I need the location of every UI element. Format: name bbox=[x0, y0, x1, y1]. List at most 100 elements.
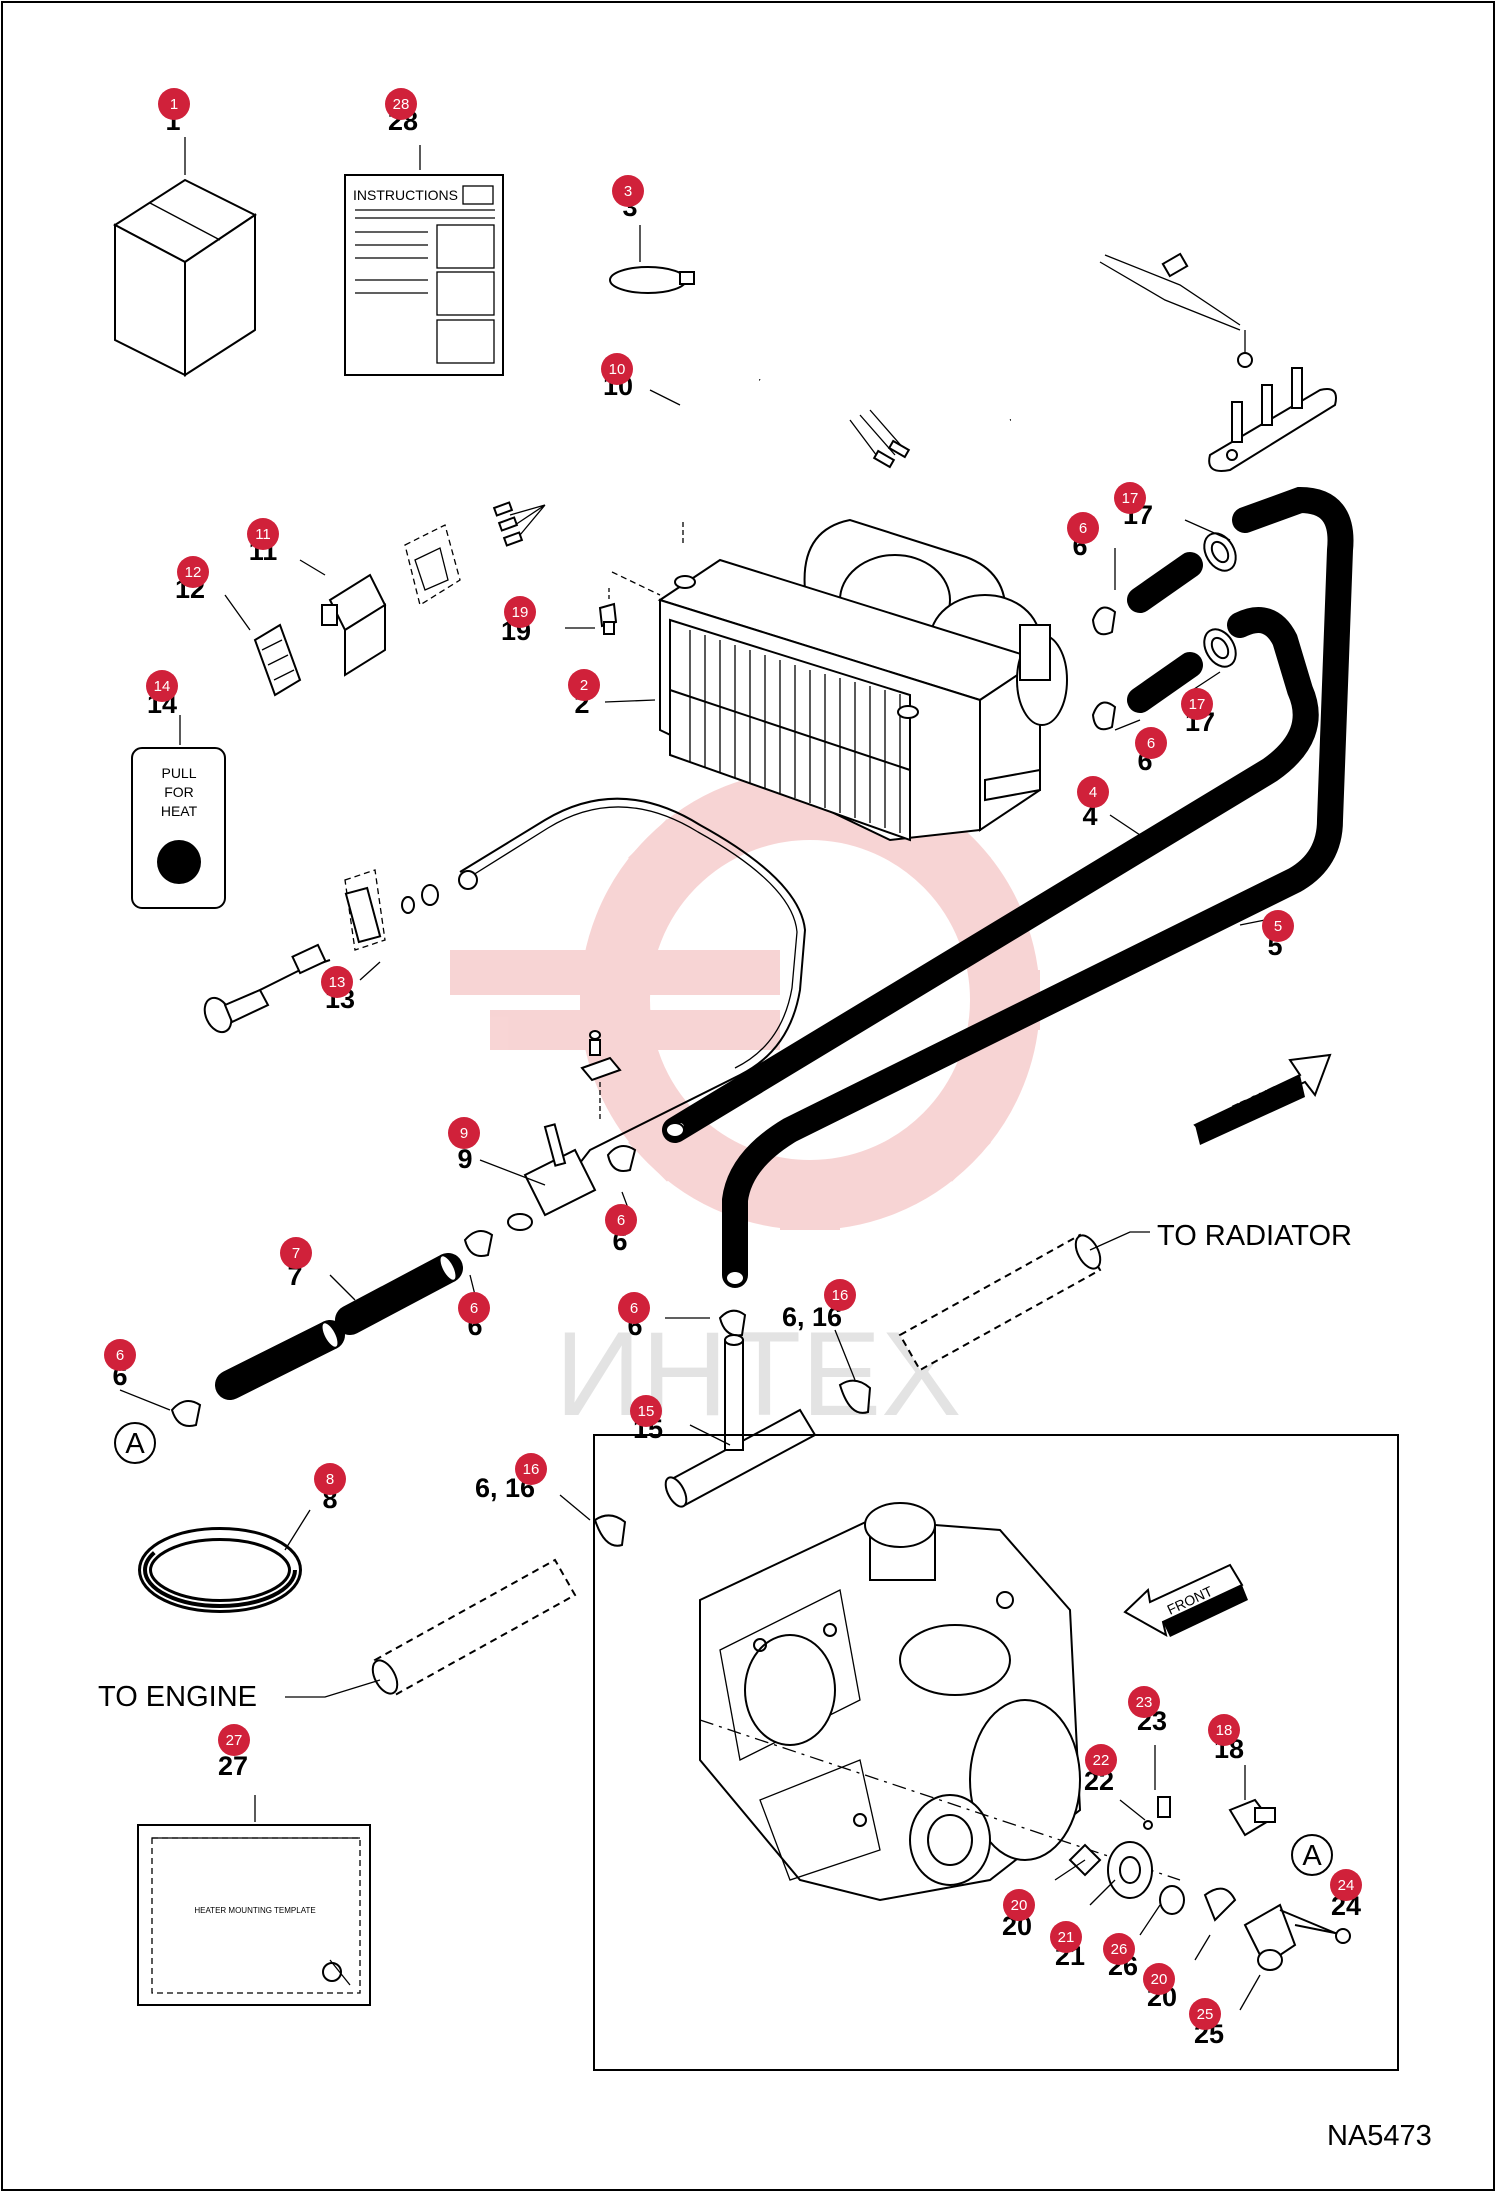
callout-badge bbox=[177, 556, 209, 588]
callout-badge-label: 25 bbox=[1197, 2006, 1214, 2023]
callout-badge bbox=[1085, 1744, 1117, 1776]
callout-badge-label: 6 bbox=[116, 1347, 124, 1364]
callout-badge-label: 14 bbox=[154, 678, 171, 695]
template-title: HEATER MOUNTING TEMPLATE bbox=[194, 1906, 315, 1915]
engine-inset: A FRONT bbox=[593, 1434, 1399, 2071]
part-13-control-cable bbox=[203, 797, 807, 1196]
callout-badge-label: 18 bbox=[1216, 1722, 1233, 1739]
callout-3: 33 bbox=[612, 175, 644, 222]
callout-1: 11 bbox=[158, 88, 190, 136]
part-27-mounting-template: HEATER MOUNTING TEMPLATE bbox=[137, 1824, 371, 2006]
callout-badge bbox=[601, 353, 633, 385]
callout-badge bbox=[1143, 1963, 1175, 1995]
callout-badge bbox=[824, 1279, 856, 1311]
to-engine-label: TO ENGINE bbox=[98, 1681, 257, 1713]
part-15-tee-fitting bbox=[664, 1334, 817, 1508]
callout-badge-label: 11 bbox=[255, 526, 271, 543]
label-pull: PULL bbox=[161, 765, 196, 781]
callout-badge bbox=[1114, 482, 1146, 514]
callout-badge bbox=[385, 88, 417, 120]
part-9-water-valve bbox=[507, 1030, 622, 1231]
point-a-left: A bbox=[114, 1422, 156, 1464]
callout-5: 55 bbox=[1262, 910, 1294, 961]
callout-badge bbox=[515, 1453, 547, 1485]
callout-number: 9 bbox=[457, 1144, 472, 1174]
callout-6: 66 bbox=[605, 1204, 637, 1256]
callout-badge bbox=[1189, 1998, 1221, 2030]
callout-badge-label: 15 bbox=[638, 1403, 655, 1420]
callout-badge bbox=[104, 1339, 136, 1371]
pipe-to-engine bbox=[285, 1558, 577, 1698]
callout-badge-label: 6 bbox=[1079, 520, 1087, 537]
callout-badge-label: 23 bbox=[1136, 1694, 1153, 1711]
callout-badge bbox=[458, 1292, 490, 1324]
callout-badge-label: 28 bbox=[393, 96, 410, 113]
instructions-heading: INSTRUCTIONS bbox=[353, 187, 458, 203]
callout-badge-label: 21 bbox=[1058, 1929, 1075, 1946]
point-a-right-label: A bbox=[1302, 1840, 1322, 1872]
front-arrow-upper: FRONT bbox=[1193, 1053, 1332, 1145]
callout-badge-label: 6 bbox=[630, 1300, 638, 1317]
part-14-pull-for-heat-label: PULL FOR HEAT bbox=[131, 747, 226, 909]
callout-badge-label: 9 bbox=[460, 1125, 468, 1142]
callout-badge bbox=[1103, 1933, 1135, 1965]
callout-badge bbox=[1208, 1714, 1240, 1746]
callout-badge bbox=[1003, 1889, 1035, 1921]
callout-6: 66 bbox=[1067, 512, 1099, 561]
point-a-left-label: A bbox=[125, 1428, 145, 1460]
callout-6: 66 bbox=[458, 1292, 490, 1341]
callout-badge-label: 17 bbox=[1122, 490, 1139, 507]
callout-9: 99 bbox=[448, 1117, 480, 1174]
callout-badge-label: 4 bbox=[1089, 784, 1097, 801]
callout-badge-label: 24 bbox=[1338, 1877, 1355, 1894]
callout-badge-label: 1 bbox=[170, 96, 178, 113]
callout-badge-label: 20 bbox=[1151, 1971, 1168, 1988]
callout-badge-label: 2 bbox=[580, 677, 588, 694]
callout-badge bbox=[1050, 1921, 1082, 1953]
part-8-hose-coil bbox=[138, 1527, 302, 1613]
callout-badge bbox=[247, 518, 279, 550]
callout-layer: 1128283310101111121219192214141313171766… bbox=[104, 88, 1362, 2049]
part-12-switch-cover bbox=[253, 623, 302, 697]
part-19-screw bbox=[598, 522, 684, 635]
callout-badge bbox=[612, 175, 644, 207]
engine-block bbox=[699, 1502, 1181, 1902]
callout-badge-label: 6 bbox=[470, 1300, 478, 1317]
pipe-to-radiator bbox=[898, 1231, 1150, 1372]
part-6-clamps-and-short-hoses bbox=[170, 532, 1237, 1547]
callout-badge bbox=[1330, 1869, 1362, 1901]
label-heat: HEAT bbox=[161, 803, 198, 819]
callout-badge-label: 6 bbox=[1147, 735, 1155, 752]
callout-7: 77 bbox=[280, 1237, 312, 1291]
point-a-right: A bbox=[1291, 1834, 1333, 1876]
callout-badge bbox=[630, 1395, 662, 1427]
callout-6: 66 bbox=[104, 1339, 136, 1391]
to-radiator-label: TO RADIATOR bbox=[1157, 1220, 1352, 1252]
part-3-cable-tie bbox=[609, 266, 695, 294]
callout-badge bbox=[218, 1724, 250, 1756]
part-2-heater-unit bbox=[657, 518, 1068, 842]
callout-badge bbox=[1262, 910, 1294, 942]
part-5-heater-hose bbox=[722, 486, 1354, 1288]
callout-badge-label: 13 bbox=[329, 974, 346, 991]
callout-badge-label: 20 bbox=[1011, 1897, 1028, 1914]
callout-badge bbox=[1077, 776, 1109, 808]
callout-badge-label: 16 bbox=[523, 1461, 540, 1478]
callout-badge bbox=[1135, 727, 1167, 759]
callout-4: 44 bbox=[1077, 776, 1109, 831]
callout-badge-label: 10 bbox=[609, 361, 626, 378]
